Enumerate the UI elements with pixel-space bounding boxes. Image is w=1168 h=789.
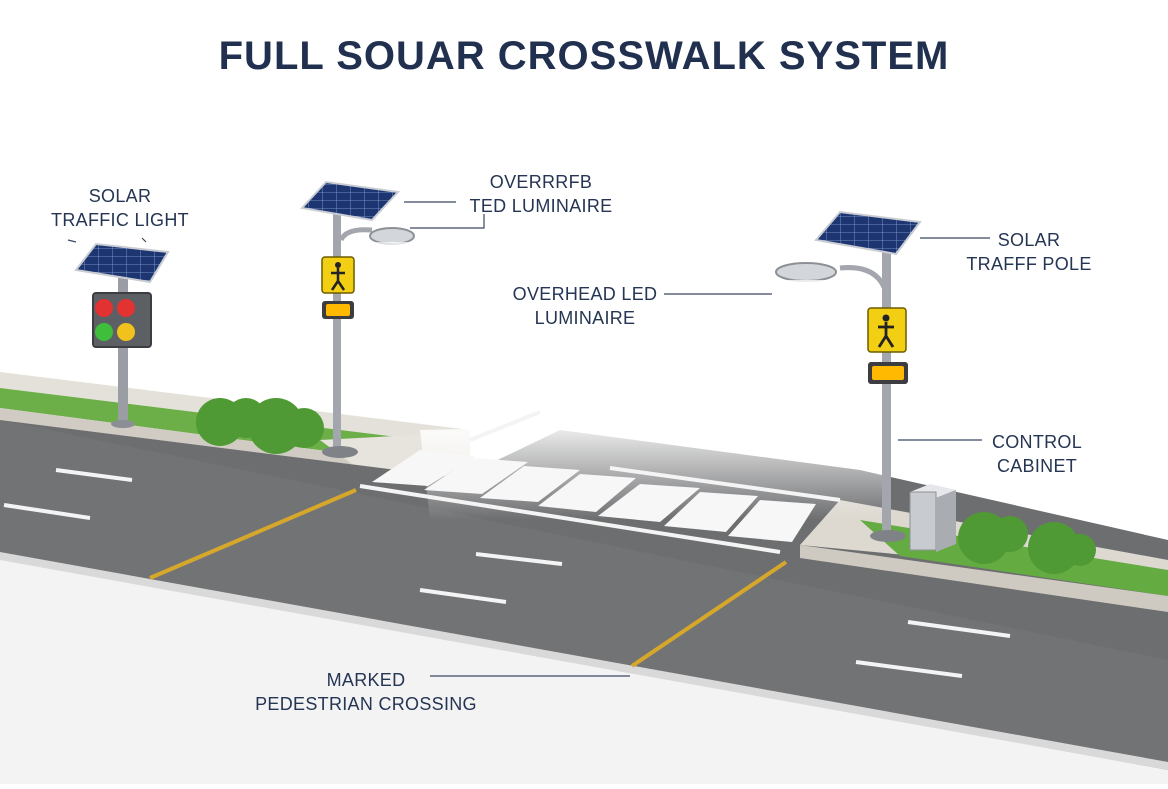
label-line: TED LUMINAIRE	[448, 194, 634, 218]
label-pedestrian-crossing: MARKED PEDESTRIAN CROSSING	[228, 668, 504, 716]
label-line: MARKED	[228, 668, 504, 692]
label-line: CABINET	[968, 454, 1106, 478]
label-solar-traffic-pole: SOLAR TRAFFF POLE	[950, 228, 1108, 276]
label-line: TRAFFF POLE	[950, 252, 1108, 276]
label-line: OVERHEAD LED	[500, 282, 670, 306]
label-line: CONTROL	[968, 430, 1106, 454]
label-line: LUMINAIRE	[500, 306, 670, 330]
label-control-cabinet: CONTROL CABINET	[968, 430, 1106, 478]
label-solar-traffic-light: SOLAR TRAFFIC LIGHT	[36, 184, 204, 232]
diagram-title: FULL SOUAR CROSSWALK SYSTEM	[0, 34, 1168, 79]
label-line: OVERRRFB	[448, 170, 634, 194]
label-overhead-led-luminaire: OVERHEAD LED LUMINAIRE	[500, 282, 670, 330]
label-line: SOLAR	[36, 184, 204, 208]
control-cabinet	[910, 484, 956, 552]
label-overhead-luminaire-top: OVERRRFB TED LUMINAIRE	[448, 170, 634, 218]
label-line: TRAFFIC LIGHT	[36, 208, 204, 232]
label-line: SOLAR	[950, 228, 1108, 252]
label-line: PEDESTRIAN CROSSING	[228, 692, 504, 716]
